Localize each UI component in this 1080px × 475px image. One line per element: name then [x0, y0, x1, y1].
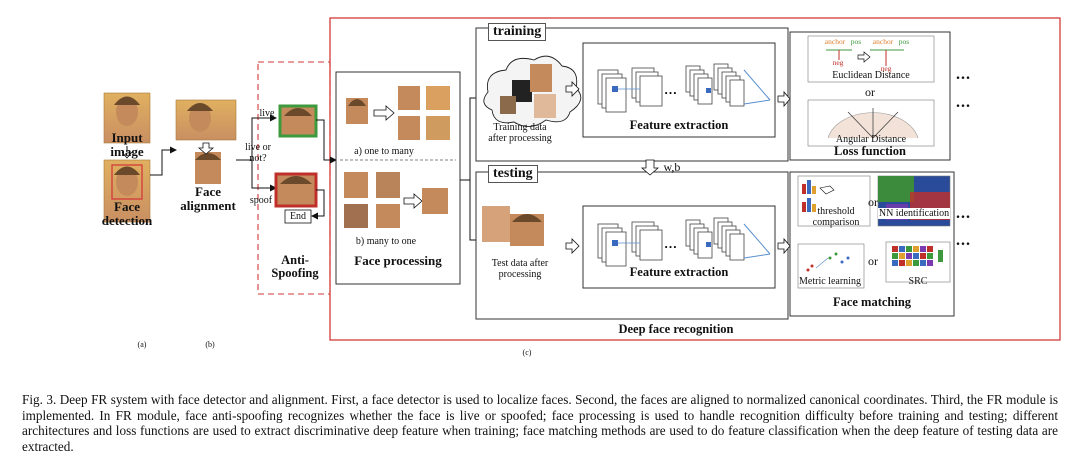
anti-spoofing-frame — [257, 61, 331, 295]
deep-fr-title: Deep face recognition — [618, 322, 734, 336]
figure-3: … … — [101, 17, 1061, 357]
pos-label-2: pos — [898, 37, 910, 46]
metric-label: Metric learning — [799, 276, 861, 287]
loss-function-title: Loss function — [834, 144, 906, 158]
anchor-label-2: anchor — [872, 37, 894, 46]
face-alignment-label: Face alignment — [180, 184, 236, 213]
testing-tag: testing — [488, 165, 538, 183]
figure-caption: Fig. 3. Deep FR system with face detecto… — [22, 392, 1058, 454]
input-image-label: Input image — [110, 130, 144, 159]
training-tag: training — [488, 23, 547, 41]
many-to-one-label: b) many to one — [355, 236, 417, 247]
euclidean-label: Euclidean Distance — [832, 70, 910, 81]
live-or-not-label: live or not? — [245, 142, 271, 164]
train-feature-extraction-label: Feature extraction — [629, 118, 729, 132]
match-ellipsis-2: ... — [956, 232, 971, 249]
test-data-label: Test data after processing — [491, 258, 549, 280]
face-detection-label: Face detection — [101, 199, 153, 228]
panel-b-label: (b) — [205, 340, 215, 349]
live-label: live — [259, 108, 275, 119]
neg-label-2: neg — [880, 64, 892, 73]
loss-ellipsis-1: ... — [956, 66, 971, 83]
match-or-label-2: or — [868, 254, 878, 268]
threshold-label: threshold comparison — [812, 206, 860, 228]
face-matching-title: Face matching — [832, 295, 912, 309]
spoof-label: spoof — [249, 195, 273, 206]
panel-c-label: (c) — [522, 348, 532, 357]
wb-label: w,b — [663, 160, 681, 174]
face-processing-title: Face processing — [354, 253, 442, 268]
training-data-label: Training data after processing — [488, 122, 552, 144]
loss-ellipsis-2: ... — [956, 94, 971, 111]
anti-spoofing-title: Anti-Spoofing — [271, 253, 319, 281]
deep-fr-frame — [329, 17, 1061, 341]
one-to-many-label: a) one to many — [354, 146, 414, 157]
angular-label: Angular Distance — [835, 134, 907, 145]
end-label: End — [289, 211, 307, 222]
loss-or-label: or — [865, 85, 875, 99]
match-or-label-1: or — [868, 195, 878, 209]
svg-text:…: … — [664, 82, 677, 97]
neg-label-1: neg — [832, 58, 844, 67]
src-label: SRC — [908, 276, 928, 287]
nn-label: NN identification — [878, 208, 950, 219]
pos-label-1: pos — [850, 37, 862, 46]
svg-text:…: … — [664, 236, 677, 251]
test-feature-extraction-label: Feature extraction — [629, 265, 729, 279]
match-ellipsis-1: ... — [956, 205, 971, 222]
panel-a-label: (a) — [137, 340, 147, 349]
anchor-label-1: anchor — [824, 37, 846, 46]
